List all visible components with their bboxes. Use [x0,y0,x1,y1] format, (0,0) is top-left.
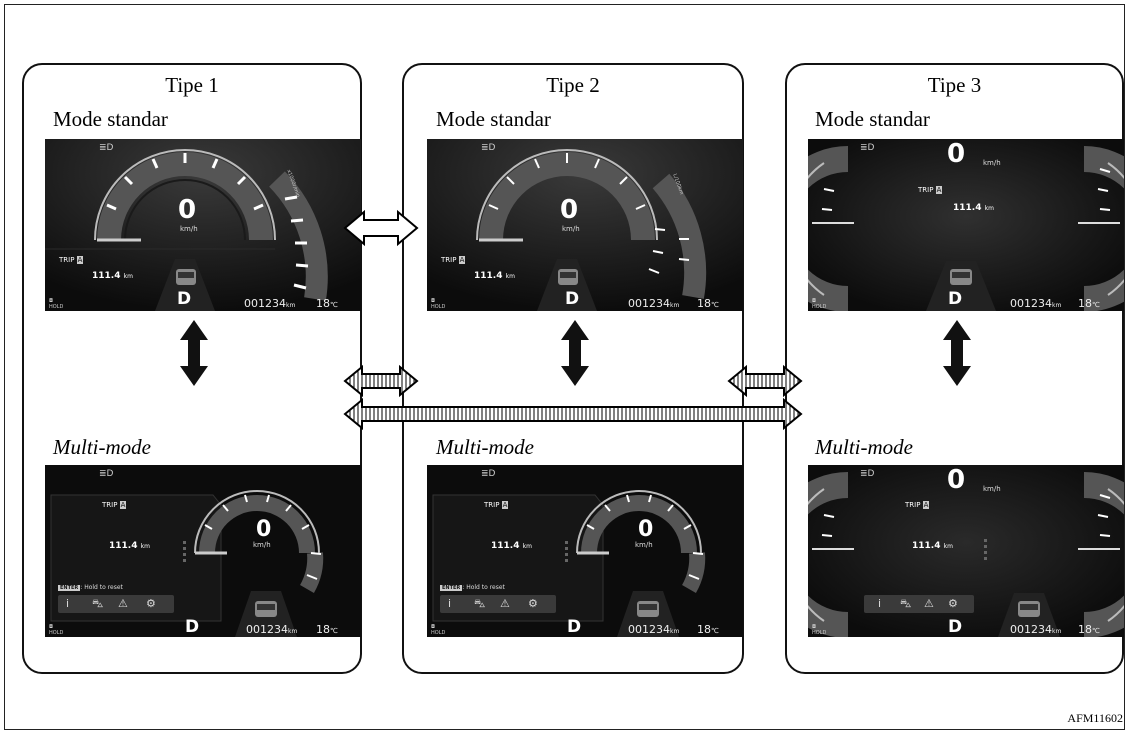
trip-value: 111.4 km [912,541,953,551]
trip-label: TRIP A [102,501,127,509]
type-2-title: Tipe 2 [546,73,600,97]
hold-indicator: ◘HOLD [812,298,827,310]
headlight-icon: ≣D [860,469,875,479]
trip-value: 111.4 km [491,541,532,551]
type-2-standard-display: ≣D 0 km/h L/100km TRIP A 111.4 km D 0012… [427,139,743,311]
type-3-multi-label: Multi-mode [815,435,913,459]
speed-unit: km/h [635,541,653,549]
headlight-icon: ≣D [481,469,496,479]
warning-icon: ⚠ [500,597,510,610]
speed-value: 0 [947,465,966,495]
speed-value: 0 [256,517,272,542]
multi-info-icon-bar: i ⛍ ⚠ ⚙ [440,595,556,613]
hold-indicator: ◘HOLD [49,298,64,310]
vehicle-icon: ⛍ [92,597,104,610]
trip-value: 111.4 km [109,541,150,551]
speed-unit: km/h [180,225,198,233]
speed-unit: km/h [983,159,1001,167]
odometer: 001234km [246,623,298,636]
type-3-multi-display: ≣D 0 km/h TRIP A 111.4 km i ⛍ ⚠ ⚙ D 0012… [808,465,1124,637]
type-1-standard-display: ≣D 0 km/h x1000r/min TRIP A 111.4 km D 0… [45,139,361,311]
headlight-icon: ≣D [860,143,875,153]
speed-unit: km/h [983,485,1001,493]
temperature: 18℃ [697,623,719,636]
gear-indicator: D [948,617,963,637]
speed-unit: km/h [562,225,580,233]
temperature: 18℃ [316,623,338,636]
trip-label: TRIP A [918,186,943,194]
reset-hint: ENTER: Hold to reset [58,584,123,591]
gear-indicator: D [567,617,582,637]
temperature: 18℃ [697,297,719,310]
hold-indicator: ◘HOLD [431,298,446,310]
standard-swap-arrow [343,209,419,247]
multi-arrow-2-3 [727,364,803,398]
odometer: 001234km [244,297,296,310]
type-2-mode-arrow [561,320,589,386]
multi-info-icon-bar: i ⛍ ⚠ ⚙ [58,595,174,613]
multi-arrow-1-2 [343,364,419,398]
odometer: 001234km [1010,623,1062,636]
headlight-icon: ≣D [99,469,114,479]
warning-icon: ⚠ [924,597,934,610]
trip-label: TRIP A [59,256,84,264]
type-1-mode-arrow [180,320,208,386]
odometer: 001234km [628,623,680,636]
temperature: 18℃ [1078,623,1100,636]
type-3-standard-display: ≣D 0 km/h TRIP A 111.4 km D 001234km 18℃… [808,139,1124,311]
type-3-standard-label: Mode standar [815,107,930,131]
type-2-standard-label: Mode standar [436,107,551,131]
speed-value: 0 [178,195,197,225]
trip-label: TRIP A [484,501,509,509]
type-1-title: Tipe 1 [165,73,219,97]
info-icon: i [66,597,70,610]
type-3-title: Tipe 3 [927,73,982,97]
headlight-icon: ≣D [481,143,496,153]
speed-value: 0 [947,139,966,169]
reset-hint: ENTER: Hold to reset [440,584,505,591]
hold-indicator: ◘HOLD [49,624,64,636]
settings-icon: ⚙ [528,597,538,610]
figure-code: AFM11602 [1067,711,1123,725]
odometer: 001234km [1010,297,1062,310]
hold-indicator: ◘HOLD [431,624,446,636]
type-1-multi-display: ≣D TRIP A 111.4 km 0 km/h ENTER: Hold to… [45,465,361,637]
speed-value: 0 [560,195,579,225]
type-1-multi-label: Multi-mode [53,435,151,459]
type-2-multi-display: ≣D TRIP A 111.4 km 0 km/h ENTER: Hold to… [427,465,743,637]
info-icon: i [448,597,452,610]
settings-icon: ⚙ [948,597,958,610]
type-2-multi-label: Multi-mode [436,435,534,459]
gear-indicator: D [948,289,963,309]
trip-label: TRIP A [441,256,466,264]
warning-icon: ⚠ [118,597,128,610]
info-icon: i [878,597,882,610]
hold-indicator: ◘HOLD [812,624,827,636]
settings-icon: ⚙ [146,597,156,610]
type-3-mode-arrow [943,320,971,386]
type-1-standard-label: Mode standar [53,107,168,131]
speed-unit: km/h [253,541,271,549]
gear-indicator: D [177,289,192,309]
headlight-icon: ≣D [99,143,114,153]
speed-value: 0 [638,517,654,542]
multi-arrow-1-3 [343,397,803,431]
trip-label: TRIP A [905,501,930,509]
vehicle-icon: ⛍ [900,597,912,610]
trip-value: 111.4 km [92,271,133,281]
temperature: 18℃ [316,297,338,310]
odometer: 001234km [628,297,680,310]
vehicle-icon: ⛍ [474,597,486,610]
gear-indicator: D [565,289,580,309]
multi-info-icon-bar: i ⛍ ⚠ ⚙ [864,595,974,613]
temperature: 18℃ [1078,297,1100,310]
gear-indicator: D [185,617,200,637]
trip-value: 111.4 km [953,203,994,213]
trip-value: 111.4 km [474,271,515,281]
